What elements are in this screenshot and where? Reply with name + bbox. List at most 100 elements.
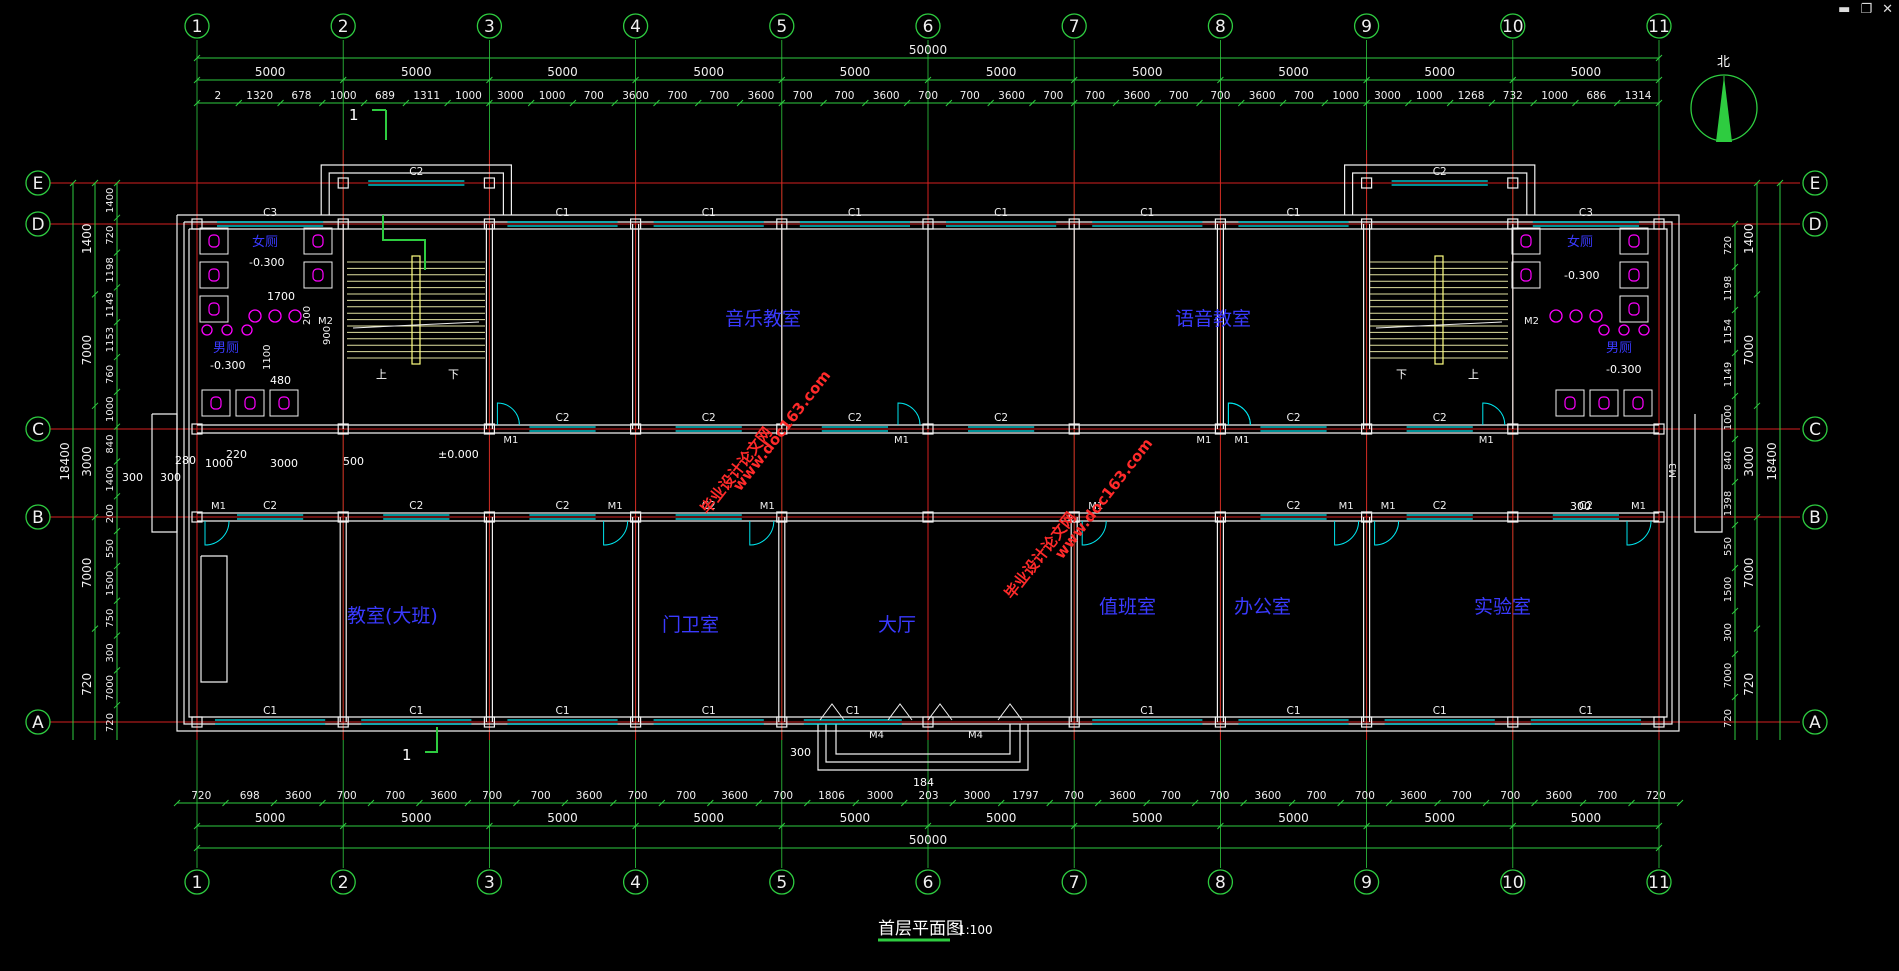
wall-entrance-steps-inner (825, 724, 1021, 763)
dim-detail-bottom-text: 720 (191, 790, 211, 802)
door-m1-label: M1 (1381, 501, 1396, 512)
axis-bubble-label-E: E (33, 174, 44, 194)
wc-stall-right-0 (1511, 227, 1541, 255)
dim-bays-top-text: 5000 (401, 65, 432, 79)
door-m4-left: M4 (869, 730, 884, 741)
column (922, 218, 934, 230)
dim-detail-top-text: 1000 (330, 90, 357, 102)
axis-bubble-8 (1207, 13, 1234, 39)
dim-detail-top-tick (1530, 99, 1538, 107)
dim-bays-top-tick (1509, 76, 1517, 84)
axis-bubble-6 (915, 13, 941, 39)
level-wc-male-left: -0.300 (210, 359, 245, 372)
room-office: 办公室 (1234, 596, 1291, 618)
dim-detail-top-tick (318, 99, 326, 107)
column (1507, 177, 1519, 189)
window-c2-corridor-bot-6-label: C2 (1579, 500, 1593, 512)
axis-bubble-E (25, 170, 51, 196)
wall-stair-tower-1 (1343, 164, 1536, 215)
axis-bubble-label-5: 5 (776, 873, 787, 893)
dim-bays-top-tick (1217, 76, 1224, 84)
dim-detail-bottom-text: 700 (1500, 790, 1520, 802)
dim-right-detail-text: 840 (1723, 451, 1734, 470)
dim-detail-top-tick (402, 99, 410, 107)
dim-right-detail-text: 720 (1723, 709, 1734, 728)
dim-left-detail-tick (113, 214, 121, 222)
wc-sink-left-0 (248, 309, 262, 323)
dim-detail-bottom-tick (367, 799, 375, 807)
window-c1-bottom-label: C1 (409, 705, 423, 717)
column (1507, 511, 1519, 523)
wc-stall-right-b-2 (1623, 389, 1653, 417)
column (1214, 423, 1227, 435)
door-m1 (1374, 520, 1400, 546)
dim-right-detail-tick (1731, 607, 1739, 615)
dim-detail-top-tick (694, 99, 702, 107)
dim-detail-bottom-tick (1288, 799, 1296, 807)
wc-stall-left-3-toilet (312, 234, 324, 248)
dim-detail-top-text: 3000 (497, 90, 524, 102)
dim-overall-bottom-tick (193, 844, 201, 852)
grid-axes (50, 40, 1800, 868)
dim-detail-bottom-tick (803, 799, 811, 807)
dim-left-detail-tick (113, 249, 121, 256)
dim-detail-top-text: 700 (709, 90, 729, 102)
dim-detail-top-text: 1000 (455, 90, 482, 102)
door-entrance-swing-3 (997, 703, 1023, 721)
dim-bays-top-text: 5000 (1571, 65, 1602, 79)
dim-detail-top-tick (1029, 99, 1036, 107)
dim-bays-bottom-tick (1070, 822, 1078, 830)
level-wc-female-left: -0.300 (249, 256, 284, 269)
column (629, 218, 642, 230)
dim-left-detail-text: 1153 (105, 327, 116, 352)
column (337, 177, 349, 189)
door-m1-label: M1 (503, 435, 518, 446)
dim-right-sections-tick (1753, 513, 1761, 521)
dim-detail-bottom-text: 203 (918, 790, 938, 802)
axis-bubble-label-1: 1 (192, 873, 203, 893)
minimize-icon[interactable]: ▬ (1838, 2, 1851, 17)
dim-900: 900 (322, 326, 333, 345)
title-scale: 1:100 (958, 923, 993, 937)
column (922, 511, 934, 523)
axis-bubble-C (25, 416, 51, 442)
room-female-right: 女厕 (1567, 234, 1593, 250)
axis-bubble-7 (1061, 13, 1087, 39)
axis-bubble-D (1802, 211, 1828, 237)
wc-stall-left-b-2-toilet (278, 396, 290, 410)
wc-urinal-left-1 (221, 324, 233, 336)
close-icon[interactable]: ✕ (1882, 2, 1893, 17)
dim-right-sections-text: 720 (1742, 673, 1756, 696)
column (1214, 716, 1227, 728)
dim-right-sections-tick (1753, 625, 1761, 632)
door-m1-label: M1 (608, 501, 623, 512)
dim-detail-bottom-text: 700 (1161, 790, 1181, 802)
wall-stair-tower-0 (320, 164, 512, 215)
axis-bubble-label-E: E (1810, 174, 1821, 194)
door-m1-label: M1 (894, 435, 909, 446)
board-classroom (200, 555, 228, 683)
axis-bubble-9 (1353, 869, 1380, 895)
window-c2-corridor-top-1-label: C2 (702, 412, 716, 424)
axis-bubble-4 (622, 869, 649, 895)
wc-stall-left-b-0-toilet (210, 396, 222, 410)
column (1653, 716, 1665, 728)
wc-stall-left-1 (199, 261, 229, 289)
dim-left-overall-tick (69, 179, 77, 187)
dim-3000: 3000 (270, 457, 298, 470)
stairs (347, 255, 1508, 365)
axis-bubble-A (25, 709, 51, 735)
dim-left-detail-text: 1400 (105, 466, 116, 491)
axis-bubble-label-3: 3 (484, 17, 495, 37)
dim-right-detail-text: 720 (1723, 236, 1734, 255)
dim-left-detail-text: 1000 (105, 397, 116, 422)
dim-1700: 1700 (267, 290, 295, 303)
dim-detail-top-tick (1488, 99, 1496, 107)
dim-detail-bottom-text: 3000 (867, 790, 894, 802)
axis-bubble-label-9: 9 (1361, 873, 1372, 893)
dim-280: 280 (175, 454, 196, 467)
restore-icon[interactable]: ❐ (1860, 2, 1873, 17)
axis-bubble-2 (330, 13, 356, 39)
